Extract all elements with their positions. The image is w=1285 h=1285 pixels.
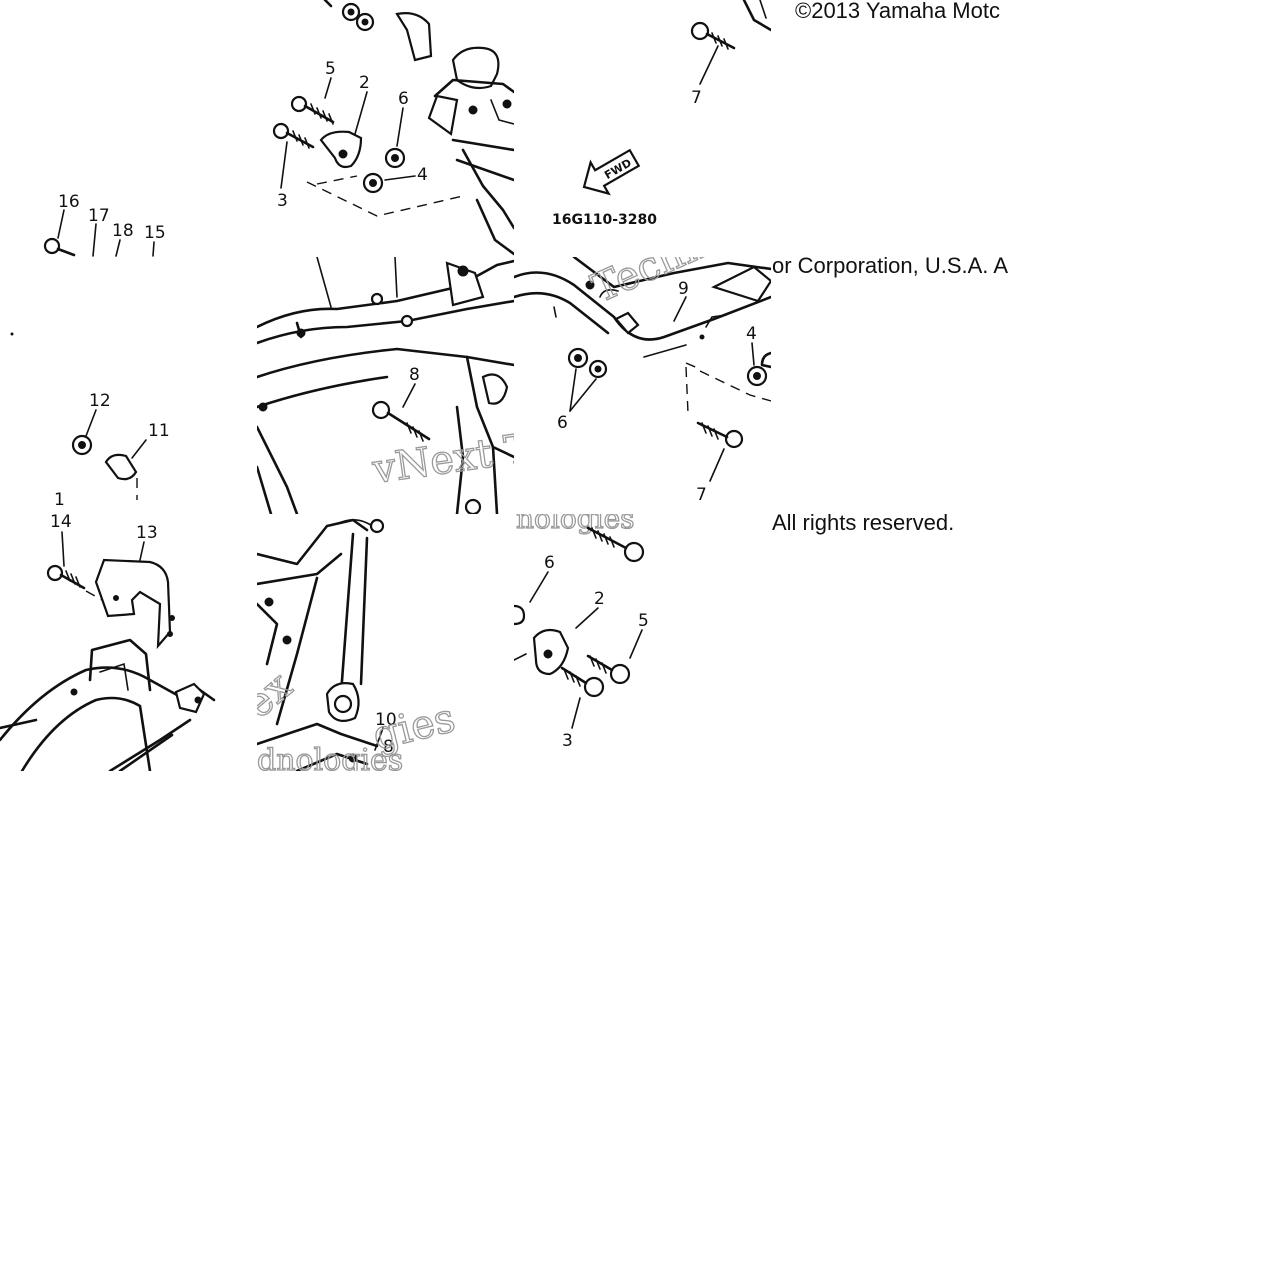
washer-icon [588, 359, 608, 379]
head-pipe-part [451, 46, 500, 90]
callout-5: 5 [325, 59, 336, 79]
callout-13: 13 [136, 523, 158, 543]
bolt-icon [290, 95, 335, 125]
tile-center: 8 vNext Tec [257, 257, 514, 514]
tile-top-right: 7 FWD 16G110-3280 [514, 0, 771, 257]
clamp-part [104, 453, 138, 481]
bottom-middle-drawing: 10 8 ex gies dnologies [257, 518, 460, 771]
callout-2: 2 [594, 589, 605, 609]
callout-4: 4 [417, 165, 428, 185]
tile-left-column: 16 17 18 15 12 11 1 14 [0, 0, 257, 771]
callout-7: 7 [696, 485, 707, 505]
callout-2: 2 [359, 73, 370, 93]
center-right-drawing: Techn 9 4 [514, 257, 771, 505]
callout-18: 18 [112, 221, 134, 241]
rear-subframe-part [257, 518, 369, 566]
callout-4: 4 [746, 324, 757, 344]
bolt-icon [272, 122, 315, 149]
bolt-icon [586, 526, 645, 563]
nut-icon [567, 347, 589, 369]
watermark-text: vNext Tec [369, 419, 514, 493]
callout-11: 11 [148, 421, 170, 441]
center-drawing: 8 vNext Tec [257, 257, 514, 514]
callout-1: 1 [54, 490, 65, 510]
bolt-icon [560, 666, 605, 698]
callout-6: 6 [544, 553, 555, 573]
bolt-icon [586, 654, 631, 685]
engine-bracket-part [319, 130, 363, 169]
bolt-icon [371, 400, 431, 442]
diagram-code: 16G110-3280 [552, 212, 657, 228]
tile-bottom-right: nologies 6 2 5 [514, 514, 771, 771]
callout-8: 8 [383, 737, 394, 757]
nut-icon [71, 434, 93, 456]
watermark-text: Techn [585, 257, 714, 312]
tile-center-right: Techn 9 4 [514, 257, 771, 514]
callout-14: 14 [50, 512, 72, 532]
callout-3: 3 [562, 731, 573, 751]
callout-12: 12 [89, 391, 111, 411]
tile-top-middle: 5 3 2 6 [257, 0, 514, 257]
top-right-drawing: 7 FWD 16G110-3280 [552, 0, 771, 228]
callout-5: 5 [638, 611, 649, 631]
callout-6: 6 [398, 89, 409, 109]
callout-6: 6 [557, 413, 568, 433]
callout-7: 7 [691, 88, 702, 108]
grab-bracket-part [94, 558, 172, 650]
copyright-line-middle: or Corporation, U.S.A. A [772, 253, 1008, 278]
tile-bottom-middle: 10 8 ex gies dnologies [257, 514, 514, 771]
bolt-icon [46, 564, 86, 590]
pivot-boss-part [481, 373, 509, 405]
top-middle-drawing: 5 3 2 6 [272, 0, 514, 256]
down-tube-part [514, 271, 771, 341]
watermark-text: dnologies [257, 743, 403, 771]
callout-17: 17 [88, 206, 110, 226]
bottom-right-drawing: nologies 6 2 5 [514, 514, 649, 751]
callout-3: 3 [277, 191, 288, 211]
nut-icon [384, 147, 406, 169]
left-column-drawing: 16 17 18 15 12 11 1 14 [0, 192, 216, 771]
callout-15: 15 [144, 223, 166, 243]
callout-8: 8 [409, 365, 420, 385]
callout-10: 10 [375, 710, 397, 730]
callout-16: 16 [58, 192, 80, 212]
main-frame-rail [257, 259, 514, 329]
nut-icon [362, 172, 384, 194]
forward-arrow-icon: FWD [582, 148, 641, 196]
copyright-line-top: ©2013 Yamaha Motc [795, 0, 1000, 23]
bolt-icon [696, 421, 744, 449]
rear-frame-rail [0, 666, 216, 742]
watermark-text: nologies [516, 514, 635, 535]
copyright-line-bottom: All rights reserved. [772, 510, 955, 535]
bolt-icon [690, 21, 736, 50]
bolt-icon [43, 237, 76, 257]
nut-icon [746, 365, 768, 387]
callout-9: 9 [678, 279, 689, 299]
